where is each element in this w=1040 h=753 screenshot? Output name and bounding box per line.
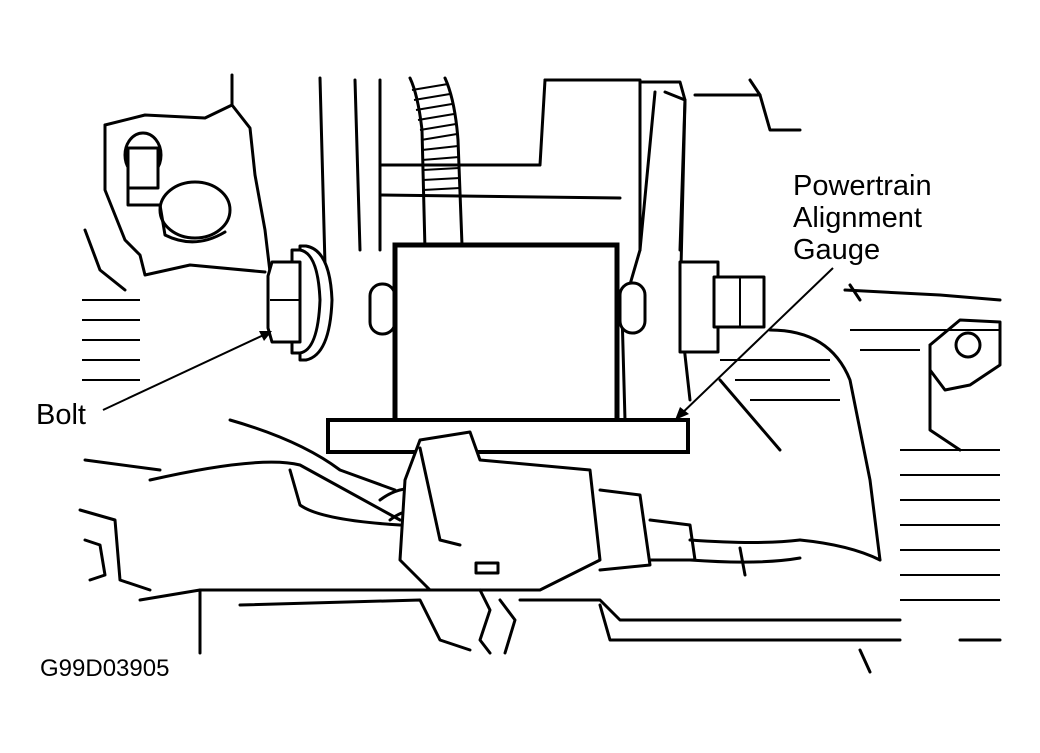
- callout-line: Powertrain: [793, 170, 932, 202]
- gauge-leader-arrow: [675, 407, 689, 420]
- wiring-harness: [148, 418, 882, 592]
- lower-housing: [78, 458, 1002, 674]
- callout-bolt: Bolt: [36, 399, 86, 431]
- figure-code: G99D03905: [40, 655, 170, 682]
- hatch-left: [82, 299, 140, 381]
- callout-line: Gauge: [793, 234, 881, 266]
- conduit: [408, 76, 464, 252]
- alignment-gauge: [326, 242, 690, 454]
- right-bolt: [618, 260, 766, 354]
- callout-line: Alignment: [793, 202, 922, 234]
- hatch-right: [720, 329, 1000, 601]
- right-hardware: [718, 283, 1002, 562]
- bolt-leader-arrow: [259, 331, 272, 341]
- left-bracket: [83, 73, 272, 292]
- gauge-leader: [676, 267, 834, 419]
- upper-bracket: [318, 76, 802, 422]
- left-bolt: [266, 244, 397, 362]
- bolt-leader: [102, 331, 271, 411]
- callout-powertrain-alignment-gauge: Powertrain Alignment Gauge: [793, 170, 932, 266]
